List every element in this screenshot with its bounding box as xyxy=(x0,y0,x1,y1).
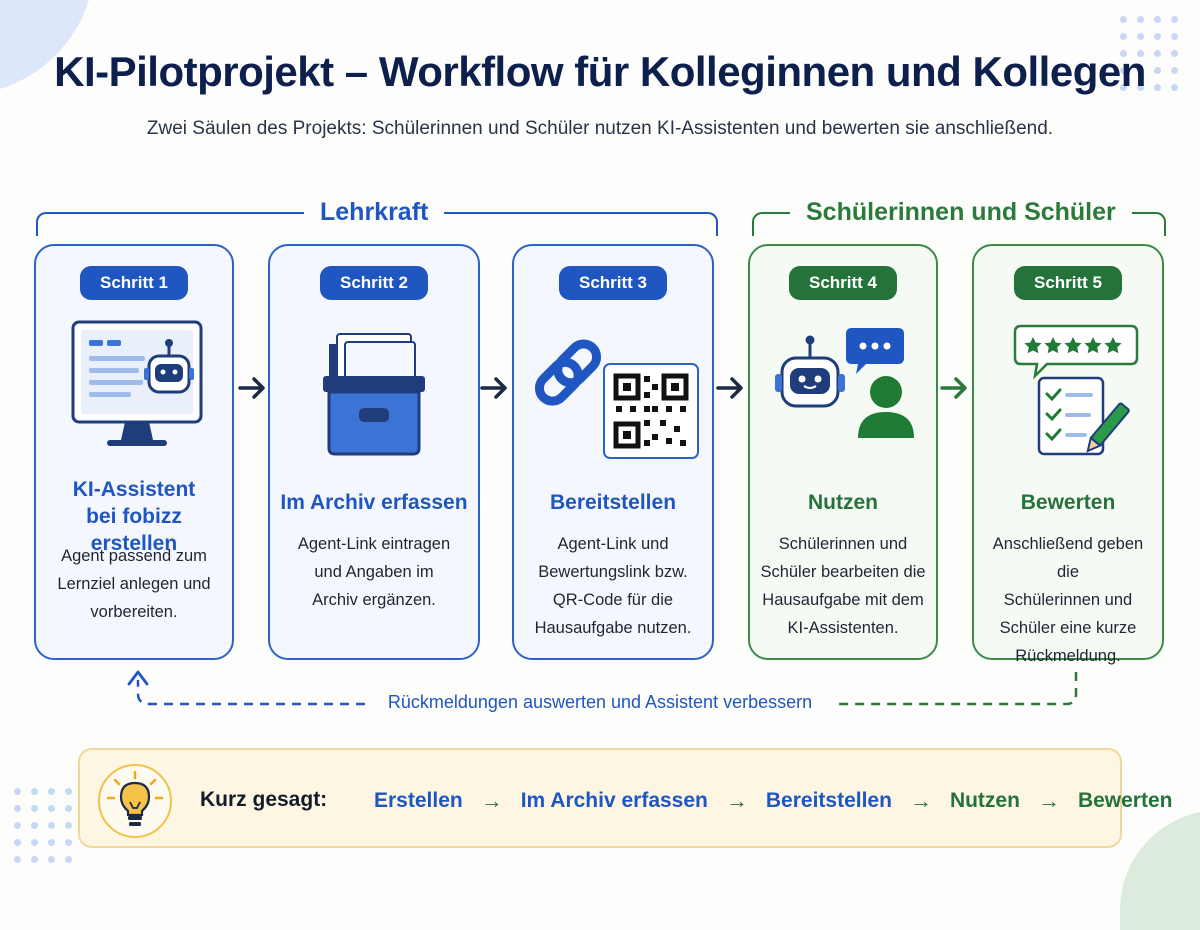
step-text-line: und Angaben im xyxy=(314,563,434,581)
summary-step-rate: Bewerten xyxy=(1077,789,1173,812)
step-text-line: QR-Code für die xyxy=(552,591,674,609)
monitor-robot-icon xyxy=(36,316,232,466)
step-title-line: KI-Assistent xyxy=(72,478,196,501)
step-badge: Schritt 4 xyxy=(788,266,898,300)
step-title-line: Nutzen xyxy=(808,491,878,514)
summary-step-archive: Im Archiv erfassen xyxy=(520,789,708,812)
step-card-2: Schritt 2 Im Archiv erfassen Agent-Link … xyxy=(268,244,480,660)
decor-dots-top-right xyxy=(1120,16,1178,91)
summary-box: Kurz gesagt: Erstellen → Im Archiv erfas… xyxy=(78,748,1172,848)
step-badge: Schritt 2 xyxy=(319,266,429,300)
summary-arrow: → xyxy=(480,788,503,813)
decor-dots-bottom-left xyxy=(14,788,72,863)
step-text-line: Schüler bearbeiten die xyxy=(760,563,926,581)
summary-arrow: → xyxy=(909,788,932,813)
step-title-line: Im Archiv erfassen xyxy=(280,491,468,514)
step-text-line: Rückmeldung. xyxy=(1015,647,1121,665)
page-title: KI-Pilotprojekt – Workflow für Kolleginn… xyxy=(54,48,1146,95)
link-qr-icon xyxy=(514,316,712,466)
step-text-line: vorbereiten. xyxy=(90,603,178,621)
step-badge: Schritt 3 xyxy=(558,266,668,300)
step-text-line: Schüler eine kurze xyxy=(999,619,1137,637)
robot-chat-user-icon xyxy=(750,316,936,466)
archive-box-icon xyxy=(270,316,478,466)
students-group-label: Schülerinnen und Schüler xyxy=(790,194,1132,230)
step-text-line: Agent passend zum xyxy=(61,547,207,565)
step-text-line: Archiv ergänzen. xyxy=(312,591,436,609)
summary-step-create: Erstellen xyxy=(374,789,463,812)
step-title-line: Bewerten xyxy=(1020,491,1116,514)
step-card-3: Schritt 3 xyxy=(512,244,714,660)
step-text-line: KI-Assistenten. xyxy=(787,619,899,637)
step-text-line: Agent-Link und xyxy=(557,535,669,553)
summary-label: Kurz gesagt: xyxy=(200,788,328,811)
step-badge: Schritt 1 xyxy=(79,266,189,300)
page-subtitle: Zwei Säulen des Projekts: Schülerinnen u… xyxy=(146,118,1054,139)
feedback-loop-arrow xyxy=(127,670,1078,706)
step-text-line: Anschließend geben die xyxy=(992,535,1144,581)
step-text-line: Hausaufgabe mit dem xyxy=(762,591,924,609)
arrow-right-icon xyxy=(238,377,265,399)
step-text-line: Schülerinnen und xyxy=(1003,591,1133,609)
stars-checklist-icon xyxy=(974,316,1162,466)
lightbulb-icon xyxy=(98,764,172,838)
step-title-line: bei fobizz erstellen xyxy=(86,505,182,555)
arrow-right-icon xyxy=(480,377,507,399)
step-title-line: Bereitstellen xyxy=(549,491,677,514)
summary-arrow: → xyxy=(1037,788,1060,813)
summary-step-provide: Bereitstellen xyxy=(765,789,892,812)
step-card-5: Schritt 5 Bewerten A xyxy=(972,244,1164,665)
step-badge: Schritt 5 xyxy=(1013,266,1123,300)
step-text-line: Agent-Link eintragen xyxy=(297,535,451,553)
teacher-group-label: Lehrkraft xyxy=(304,194,445,230)
step-text-line: Hausaufgabe nutzen. xyxy=(534,619,692,637)
step-text-line: Bewertungslink bzw. xyxy=(538,563,688,581)
step-text-line: Lernziel anlegen und xyxy=(57,575,211,593)
step-text-line: Schülerinnen und xyxy=(778,535,908,553)
summary-step-use: Nutzen xyxy=(949,789,1020,812)
summary-arrow: → xyxy=(725,788,748,813)
summary-flow: Erstellen → Im Archiv erfassen → Bereits… xyxy=(370,788,1176,814)
feedback-loop-label: Rückmeldungen auswerten und Assistent ve… xyxy=(387,692,813,712)
arrow-right-icon xyxy=(940,377,967,399)
step-card-4: Schritt 4 Nutzen Schülerinnen und Schüle… xyxy=(748,244,938,660)
step-card-1: Schritt 1 KI-Assistent bei fobizz erstel… xyxy=(34,244,234,660)
decor-blob-bottom-right xyxy=(1120,810,1200,930)
arrow-right-icon xyxy=(716,377,743,399)
